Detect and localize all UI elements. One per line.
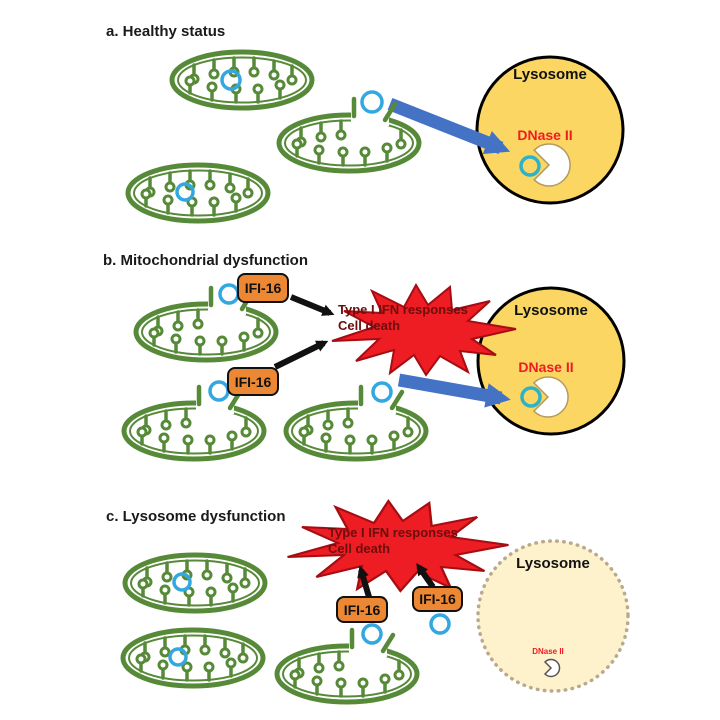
mtdna-circle (361, 623, 383, 645)
ifi16-label: IFI-16 (419, 591, 456, 607)
dnase-label: DNase II (532, 647, 564, 656)
dnase-label: DNase II (517, 127, 573, 143)
mtdna-circle (519, 155, 541, 177)
starburst-text: Type I IFN responses Cell death (338, 302, 468, 334)
mtdna-circle (208, 380, 230, 402)
mitochondrion (125, 555, 265, 611)
mtdna-circle (429, 613, 451, 635)
lysosome-label: Lysosome (514, 302, 588, 319)
lysosome-b (476, 286, 626, 436)
mitochondrion (172, 52, 312, 108)
ifi16-box: IFI-16 (336, 596, 388, 623)
dnase-pacman-icon (532, 376, 569, 418)
ifi16-label: IFI-16 (244, 280, 282, 296)
starburst-line1: Type I IFN responses (338, 302, 468, 317)
mitochondrion (128, 165, 268, 221)
ifi16-box: IFI-16 (227, 367, 279, 396)
mtdna-circle (175, 182, 195, 202)
mtdna-circle (371, 381, 393, 403)
panel-b-heading: b. Mitochondrial dysfunction (103, 252, 308, 269)
dnase-pacman-icon (543, 658, 561, 678)
lysosome-c-dysfunctional (476, 539, 630, 693)
starburst-line2: Cell death (328, 541, 391, 556)
ifi16-box: IFI-16 (412, 586, 463, 612)
mtdna-circle (172, 572, 192, 592)
mtdna-circle (360, 90, 384, 114)
panel-b-shapes (124, 283, 626, 459)
mitochondrion-open (277, 630, 417, 702)
ifi16-label: IFI-16 (234, 373, 272, 390)
panel-c-shapes (123, 499, 630, 702)
starburst-text: Type I IFN responses Cell death (328, 525, 458, 557)
starburst-line1: Type I IFN responses (328, 525, 458, 540)
mitochondrion-open (124, 387, 264, 459)
lysosome-label: Lysosome (516, 555, 590, 572)
lysosome-a (475, 55, 625, 205)
mtdna-circle (520, 386, 542, 408)
signal-arrow-icon (289, 294, 335, 316)
dnase-label: DNase II (518, 359, 574, 375)
release-arrow-icon (387, 97, 511, 155)
panel-a-shapes (128, 52, 625, 221)
signal-arrow-icon (416, 563, 436, 589)
mitochondrion-open (286, 387, 426, 459)
ifi16-label: IFI-16 (343, 601, 381, 618)
panel-a-heading: a. Healthy status (106, 23, 226, 40)
mtdna-circle (220, 69, 242, 91)
signal-arrow-icon (273, 340, 329, 370)
dnase-pacman-icon (533, 143, 571, 187)
ifi16-box: IFI-16 (237, 273, 289, 303)
mitochondrion (123, 630, 263, 686)
lysosome-label: Lysosome (513, 66, 587, 83)
mtdna-circle (168, 647, 188, 667)
signal-arrow-icon (357, 565, 372, 598)
starburst-line2: Cell death (338, 318, 401, 333)
release-arrow-icon (397, 373, 511, 408)
panel-c-heading: c. Lysosome dysfunction (106, 508, 286, 525)
